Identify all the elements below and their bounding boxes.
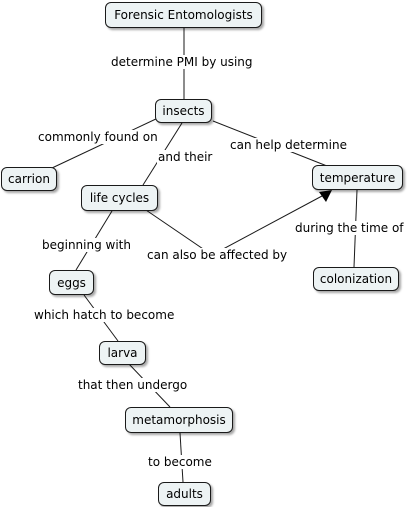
concept-forensic-entomologists[interactable]: Forensic Entomologists [105, 2, 262, 28]
link-label-commonly-found-on: commonly found on [37, 130, 159, 144]
concept-adults[interactable]: adults [158, 482, 211, 506]
link-label-can-help-determine: can help determine [229, 138, 348, 152]
link-label-that-then-undergo: that then undergo [77, 378, 189, 392]
concept-larva[interactable]: larva [99, 341, 146, 365]
link-label-during-the-time-of: during the time of [294, 221, 405, 235]
concept-colonization[interactable]: colonization [313, 267, 399, 291]
link-label-which-hatch: which hatch to become [33, 308, 176, 322]
concept-temperature[interactable]: temperature [312, 165, 403, 190]
concept-insects[interactable]: insects [155, 99, 212, 123]
link-label-beginning-with: beginning with [41, 238, 132, 252]
concept-carrion[interactable]: carrion [1, 167, 57, 191]
concept-life-cycles[interactable]: life cycles [81, 185, 158, 211]
concept-metamorphosis[interactable]: metamorphosis [125, 407, 233, 433]
concept-eggs[interactable]: eggs [49, 270, 94, 295]
link-label-and-their: and their [157, 150, 214, 164]
link-label-to-become: to become [147, 455, 213, 469]
arrowhead-icon [319, 190, 332, 202]
link-label-determine-pmi: determine PMI by using [110, 55, 254, 69]
link-label-can-also-be-affected-by: can also be affected by [146, 248, 289, 262]
